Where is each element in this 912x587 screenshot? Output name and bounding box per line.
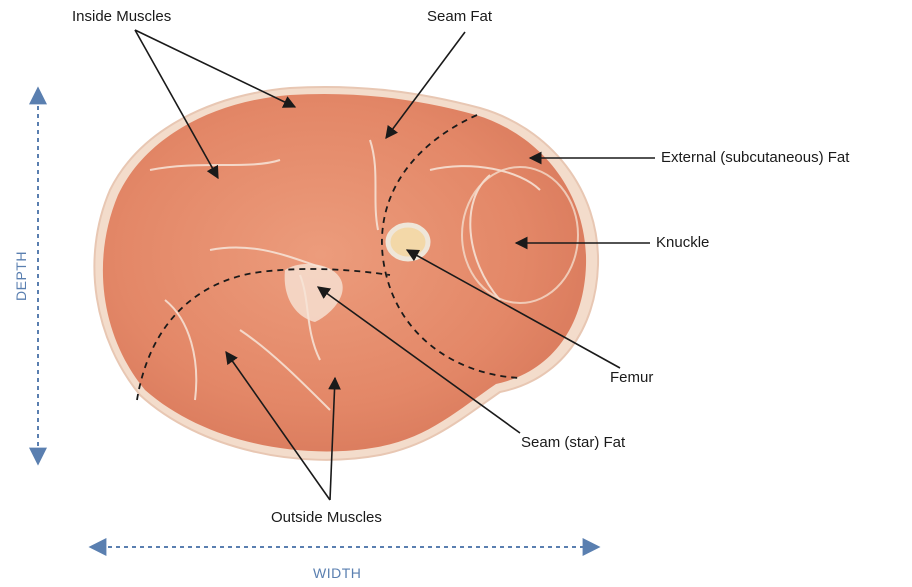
label-depth: DEPTH	[13, 251, 29, 301]
label-seam-star-fat: Seam (star) Fat	[521, 434, 625, 452]
label-femur: Femur	[610, 369, 653, 387]
label-width: WIDTH	[313, 565, 361, 581]
femur-bone	[388, 225, 428, 259]
label-outside-muscles: Outside Muscles	[271, 509, 382, 527]
label-seam-fat: Seam Fat	[427, 8, 492, 26]
arrow-inside-muscles-b	[135, 30, 295, 107]
meat-body	[103, 94, 586, 451]
label-knuckle: Knuckle	[656, 234, 709, 252]
label-inside-muscles: Inside Muscles	[72, 8, 171, 26]
label-external-fat: External (subcutaneous) Fat	[661, 149, 849, 167]
